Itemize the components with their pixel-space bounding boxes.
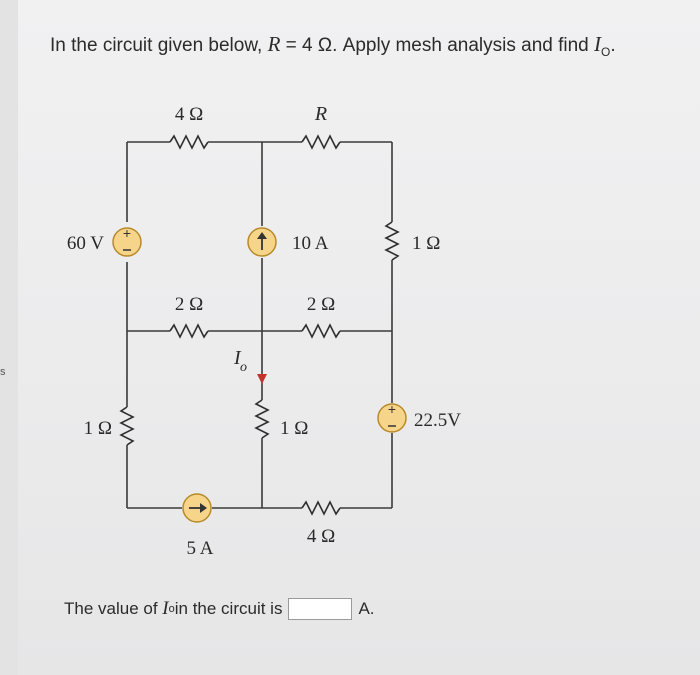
question-sub-o: O — [601, 44, 611, 59]
answer-var: I — [162, 598, 169, 619]
label-r-mid-left: 2 Ω — [175, 294, 203, 315]
resistor-mid-left — [169, 323, 209, 339]
answer-unit: A. — [358, 599, 375, 618]
current-source-10a — [247, 227, 277, 257]
label-i-mid: 10 A — [292, 233, 329, 254]
resistor-bottom-left — [119, 406, 135, 446]
voltage-source-22-5v: + — [377, 401, 407, 433]
current-source-5a — [182, 493, 212, 523]
svg-text:+: + — [388, 401, 396, 417]
label-r-top-right: R — [314, 103, 327, 125]
label-r-right: 1 Ω — [412, 233, 440, 254]
question-var-io: I — [594, 32, 602, 56]
left-edge-strip — [0, 0, 18, 675]
label-r-top-left: 4 Ω — [175, 104, 203, 125]
resistor-top-left — [169, 134, 209, 150]
voltage-source-60v: + — [112, 225, 142, 257]
label-r-center: 1 Ω — [280, 418, 308, 439]
answer-input[interactable] — [288, 598, 353, 620]
question-prefix: In the circuit given below, — [50, 35, 268, 56]
question-middle: = 4 Ω. Apply mesh analysis and find — [280, 35, 595, 56]
label-r-bottom-left: 1 Ω — [84, 418, 112, 439]
resistor-right — [384, 221, 400, 261]
label-i-bottom: 5 A — [187, 538, 214, 559]
label-v-left: 60 V — [67, 233, 104, 254]
io-arrow — [257, 374, 267, 384]
middle-horizontal-wire — [127, 323, 392, 339]
label-io-main: I — [233, 347, 242, 369]
left-wire — [119, 142, 135, 508]
label-io-sub: o — [240, 360, 247, 375]
svg-text:+: + — [123, 225, 131, 241]
answer-prefix: The value of — [64, 599, 158, 618]
top-wire — [127, 134, 392, 150]
question-text: In the circuit given below, R = 4 Ω. App… — [50, 32, 616, 59]
label-v-right: 22.5V — [414, 410, 461, 431]
resistor-center — [254, 399, 270, 439]
resistor-mid-right — [301, 323, 341, 339]
resistor-bottom-right — [301, 500, 341, 516]
label-r-mid-right: 2 Ω — [307, 294, 335, 315]
bottom-wire — [127, 500, 392, 516]
answer-sub: o — [168, 603, 175, 615]
label-r-bottom-right: 4 Ω — [307, 526, 335, 547]
right-wire — [384, 142, 400, 508]
resistor-top-right — [301, 134, 341, 150]
edge-label: s — [0, 366, 6, 378]
question-suffix: . — [610, 35, 616, 56]
middle-wire — [254, 142, 270, 508]
question-var-r: R — [267, 32, 281, 56]
answer-middle: in the circuit is — [174, 599, 283, 618]
